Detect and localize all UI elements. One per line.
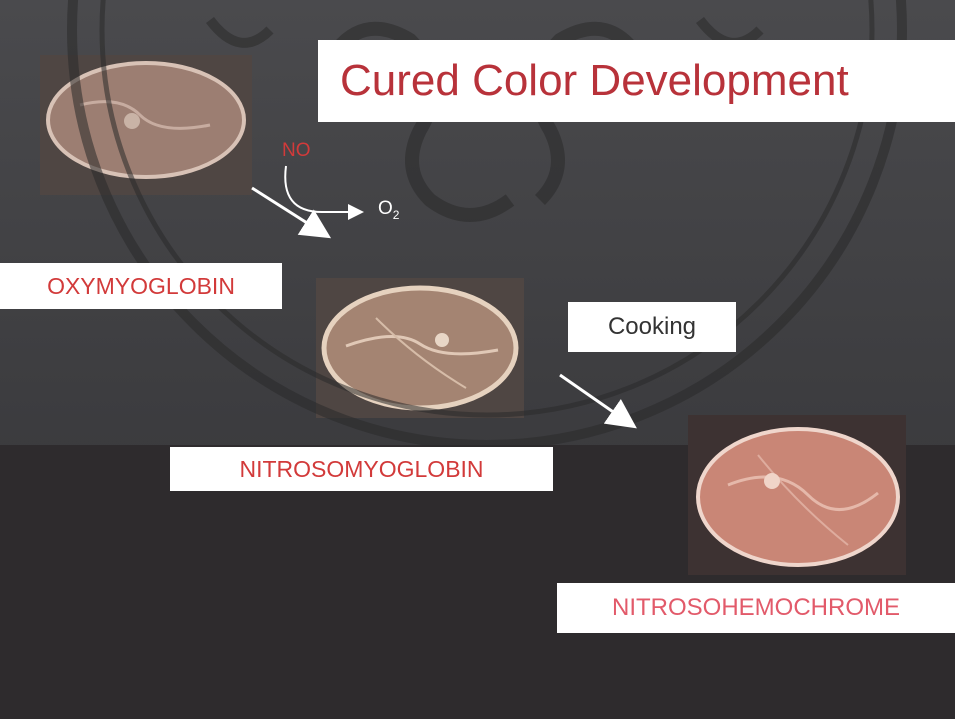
cooking-label: Cooking [568, 302, 736, 352]
nitrosomyoglobin-label: NITROSOMYOGLOBIN [170, 447, 553, 491]
o2-release-arrow [285, 166, 360, 212]
cooking-arrow [560, 375, 632, 425]
title-box: Cured Color Development [318, 40, 955, 122]
slide-title: Cured Color Development [340, 56, 849, 106]
oxygen-label: O2 [378, 198, 399, 222]
nitrosohemochrome-label: NITROSOHEMOCHROME [557, 583, 955, 633]
oxymyoglobin-label: OXYMYOGLOBIN [0, 263, 282, 309]
nitric-oxide-label: NO [282, 140, 311, 162]
